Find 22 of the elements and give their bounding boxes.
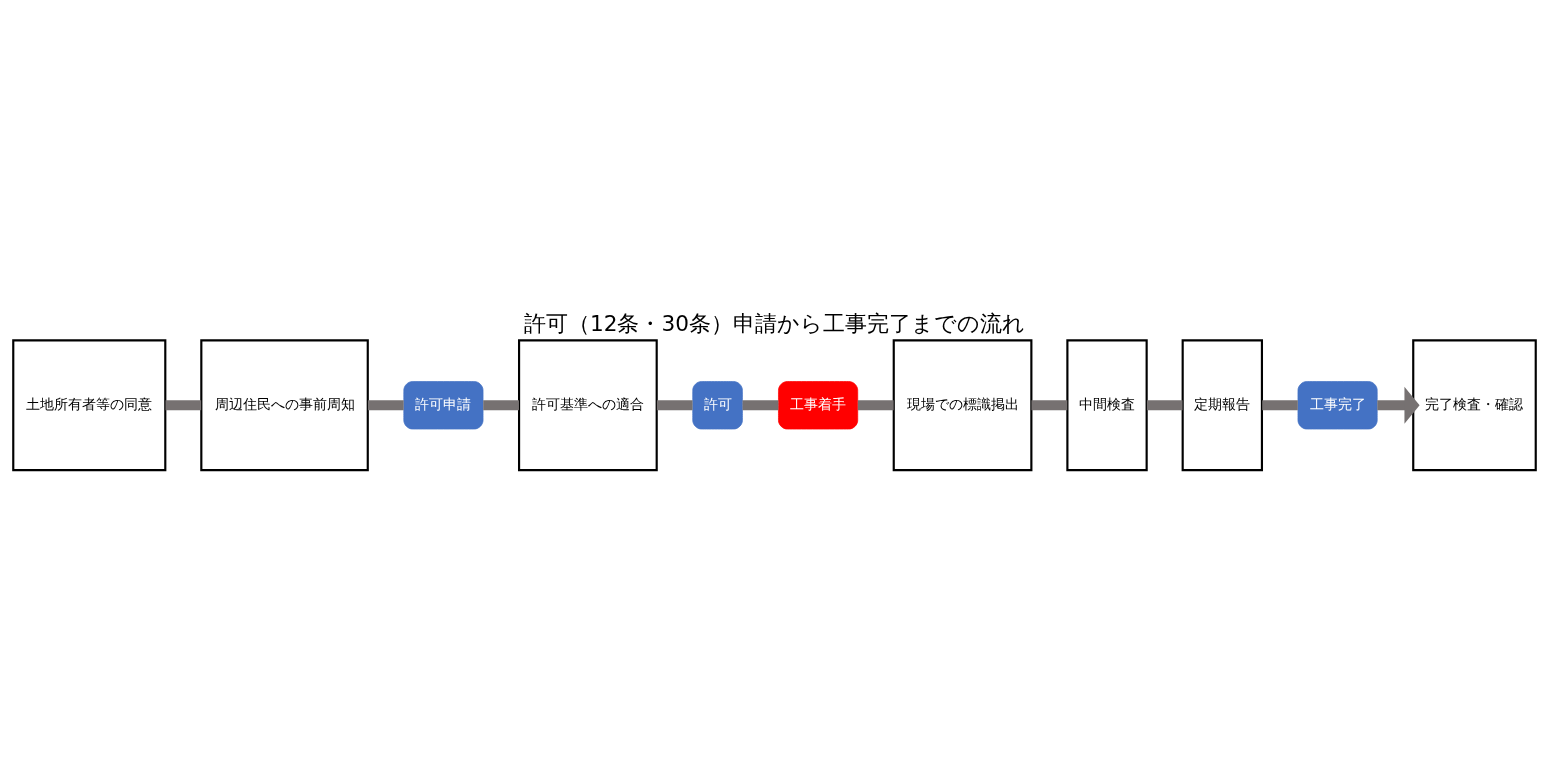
node-box: 許可: [692, 381, 743, 430]
node-box: 許可基準への適合: [518, 339, 658, 472]
connector: [1262, 400, 1298, 411]
node-box: 工事着手: [778, 381, 859, 430]
connector: [165, 400, 202, 411]
node-box: 許可申請: [403, 381, 484, 430]
node-box: 土地所有者等の同意: [12, 339, 167, 472]
diagram-title: 許可（12条・30条）申請から工事完了までの流れ: [524, 311, 1025, 337]
arrow: [1377, 386, 1420, 424]
connector: [483, 400, 519, 411]
node-box: 周辺住民への事前周知: [200, 339, 369, 472]
connector: [656, 400, 693, 411]
connector: [1146, 400, 1183, 411]
node-box: 現場での標識掲出: [892, 339, 1033, 472]
node-box: 工事完了: [1297, 381, 1378, 430]
node-box: 中間検査: [1066, 339, 1148, 472]
node-box: 定期報告: [1181, 339, 1263, 472]
connector: [1031, 400, 1068, 411]
node-box: 完了検査・確認: [1412, 339, 1537, 472]
connector: [367, 400, 404, 411]
connector: [857, 400, 894, 411]
connector: [742, 400, 779, 411]
